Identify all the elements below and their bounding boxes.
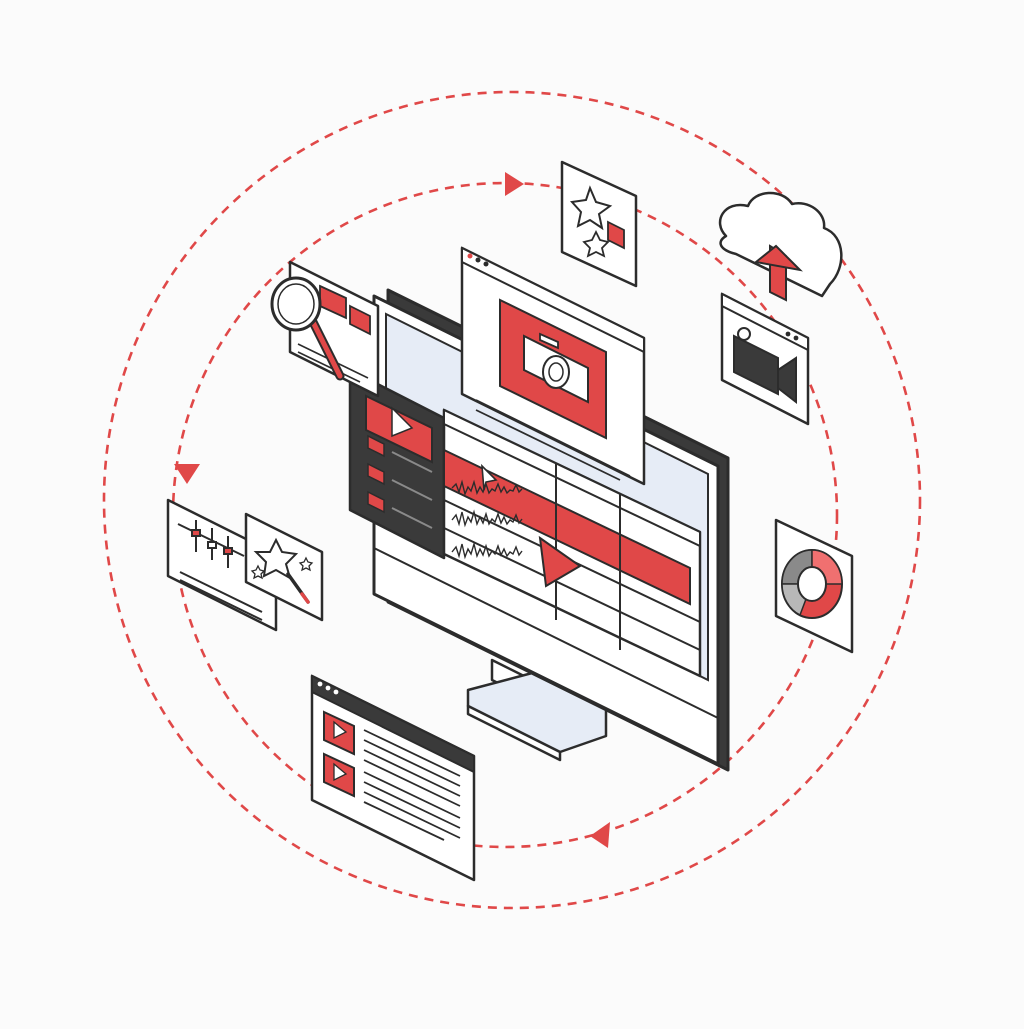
camera-window [460, 246, 646, 486]
audio-mixer-card [166, 498, 278, 632]
cursor-arrow [481, 463, 498, 491]
editor-timeline [442, 408, 702, 678]
video-list-icon [323, 710, 355, 798]
star-wand-icon [250, 537, 314, 604]
arrowhead-bottom [590, 822, 610, 848]
star-sticker-icon [560, 160, 638, 288]
playhead-triangle [538, 535, 582, 588]
search-card [270, 260, 380, 398]
cycle-arrowheads [174, 172, 610, 848]
color-wheel-card [774, 518, 854, 654]
video-camera-icon [733, 327, 797, 405]
video-camera-card [720, 292, 810, 426]
camera-icon [499, 298, 607, 440]
color-wheel-icon [781, 549, 843, 619]
outer-cycle-ring [102, 90, 922, 910]
upload-arrow [753, 244, 803, 302]
effects-card [244, 512, 324, 622]
desktop-monitor-icon [348, 246, 730, 772]
audio-waveform [451, 479, 523, 560]
sidebar-clip-list [367, 434, 385, 514]
arrowhead-left [174, 464, 200, 484]
magnifier-icon [270, 276, 345, 381]
timeline-header-bar [443, 408, 701, 548]
cloud-upload-icon [718, 191, 843, 302]
editor-sidebar [348, 368, 446, 560]
playlist-text-lines [363, 729, 461, 841]
mixer-sliders-icon [177, 520, 263, 621]
arrowhead-top [505, 172, 524, 196]
playlist-window [310, 674, 476, 882]
play-icon [365, 394, 433, 464]
